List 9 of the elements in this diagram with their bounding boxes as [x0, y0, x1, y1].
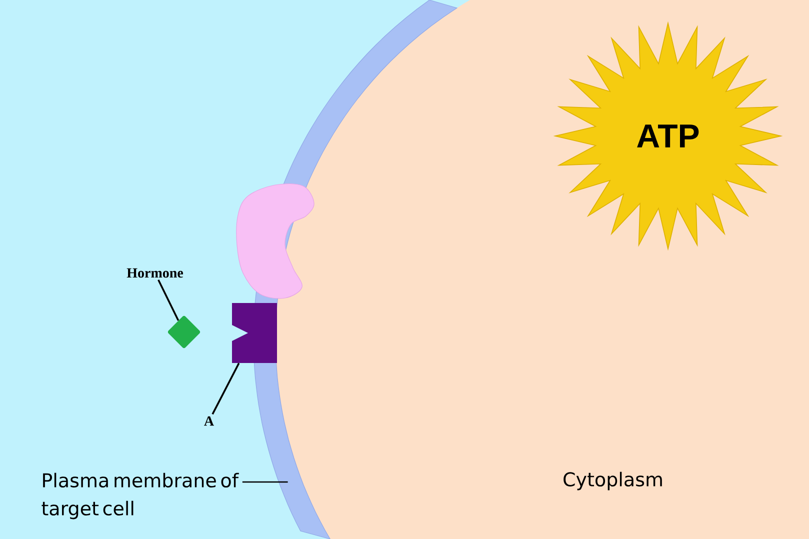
label-text: Hormone	[126, 268, 184, 278]
label-text: Plasma membrane of target cell	[42, 472, 239, 520]
receptor-shape	[232, 303, 277, 363]
leader-line	[212, 362, 240, 415]
region-label: Cytoplasm	[564, 472, 662, 490]
leader-line	[158, 279, 180, 321]
leader-line	[242, 481, 288, 483]
hormone-diamond	[168, 316, 200, 348]
label-text: A	[204, 416, 214, 426]
